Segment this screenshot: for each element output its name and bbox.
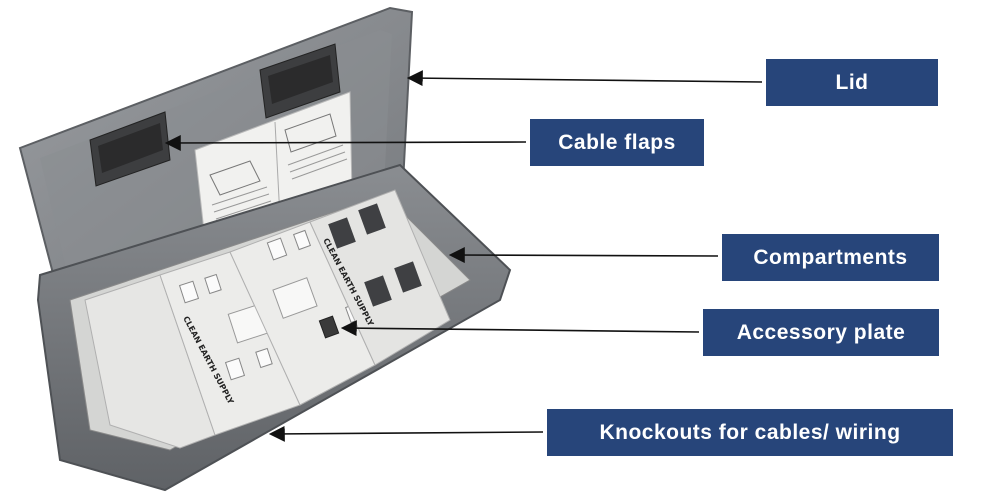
accessory-plate-callout: Accessory plate — [703, 309, 939, 356]
compartments-pointer — [448, 247, 719, 264]
middle-switch — [272, 277, 318, 319]
plates-shape: CLEAN EARTH SUPPLY CLEAN EARTH SUPPLY — [84, 189, 451, 449]
knockouts-pointer — [268, 425, 544, 442]
cable-flaps-pointer — [164, 134, 527, 151]
compartments-callout: Compartments — [722, 234, 939, 281]
accessory-plate-pointer — [340, 320, 700, 337]
lid-pointer — [406, 70, 763, 87]
lid-callout: Lid — [766, 59, 938, 106]
cable-flaps-callout: Cable flaps — [530, 119, 704, 166]
knockouts-callout: Knockouts for cables/ wiring — [547, 409, 953, 456]
cable-flaps-shape — [89, 43, 341, 187]
pointer-lines — [164, 70, 763, 442]
